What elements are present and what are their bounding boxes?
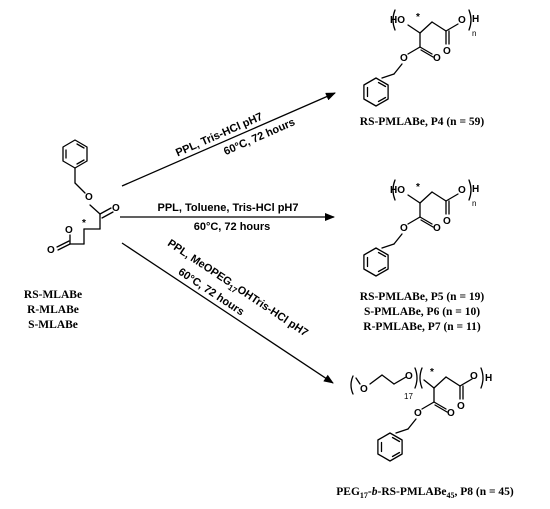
p5-n: n xyxy=(472,199,476,208)
exo-oxygen: O xyxy=(47,245,55,256)
p8-bond-c xyxy=(445,376,461,387)
p4-n: n xyxy=(472,29,476,38)
product-p4-label: RS-PMLABe, P4 (n = 59) xyxy=(360,116,485,128)
p4-carbonyl-o: O xyxy=(443,46,451,57)
ch2-o-bond xyxy=(74,182,86,194)
monomer-label-r: R-MLABe xyxy=(27,304,79,316)
p8-co-side-2 xyxy=(434,404,448,413)
product-p4-structure: HO * O O H n O O xyxy=(363,9,479,107)
p5-ho: HO xyxy=(390,185,405,196)
p5-bracket-right xyxy=(468,179,472,201)
p8-peg-1 xyxy=(369,374,383,385)
p8-me-bond xyxy=(355,377,361,385)
p8-bond-b xyxy=(433,376,447,389)
p5-side-ester-o: O xyxy=(400,223,408,234)
p8-ch2-1 xyxy=(407,418,417,430)
p8-side-carbonyl-o: O xyxy=(447,408,455,419)
arrow-to-p4 xyxy=(121,92,336,187)
p4-side-o-bond xyxy=(407,46,421,55)
ring-oxygen: O xyxy=(65,225,73,236)
p8-bracket-left xyxy=(350,375,354,395)
p8-benzene-ring xyxy=(377,432,403,462)
p5-co-side-1 xyxy=(419,216,433,225)
lactone-co-2 xyxy=(56,240,70,248)
p8-o-chain: O xyxy=(470,371,478,382)
p8-side-ester-o: O xyxy=(414,408,422,419)
p8-bond-d xyxy=(459,378,473,387)
p5-star: * xyxy=(416,182,420,193)
p4-co-side-1 xyxy=(419,46,433,55)
p4-h: H xyxy=(472,14,479,25)
p8-ch2-2 xyxy=(395,428,409,434)
p8-h: H xyxy=(485,373,492,384)
p8-side-o-bond xyxy=(421,401,435,410)
product-p7-label: R-PMLABe, P7 (n = 11) xyxy=(363,321,481,333)
p4-bond-b xyxy=(419,21,433,34)
product-p6-label: S-PMLABe, P6 (n = 10) xyxy=(364,306,480,318)
p4-bracket-right xyxy=(468,9,472,31)
p4-bond-a xyxy=(407,24,421,34)
p5-carbonyl-o: O xyxy=(443,216,451,227)
p8-bracket-right xyxy=(480,367,484,389)
monomer-stereo-mark: * xyxy=(82,218,86,229)
lactone-co-1 xyxy=(57,243,71,251)
p4-bond-c xyxy=(431,21,447,32)
carbonyl-oxygen: O xyxy=(112,203,120,214)
p4-ch2-2 xyxy=(381,73,395,79)
p5-o-chain: O xyxy=(458,185,466,196)
p5-bond-c xyxy=(431,191,447,202)
p5-bond-a xyxy=(407,194,421,204)
p8-bond-a xyxy=(423,379,435,389)
p4-side-ester-o: O xyxy=(400,53,408,64)
p5-ch2-1 xyxy=(393,233,403,245)
p5-bond-d xyxy=(445,193,459,202)
p5-bond-b xyxy=(419,191,433,204)
arrow-3-line1: PPL, MeOPEG17OHTris-HCl pH7 xyxy=(164,237,310,341)
o-carbonyl-bond xyxy=(89,204,101,215)
p5-side-o-bond xyxy=(407,216,421,225)
p4-ch2-1 xyxy=(393,63,403,75)
p8-star: * xyxy=(430,367,434,378)
benzene-ring xyxy=(62,139,88,169)
c-double-o-2 xyxy=(101,211,114,219)
p4-co-side-2 xyxy=(420,49,434,58)
p5-h: H xyxy=(472,184,479,195)
p8-o-2: O xyxy=(405,371,413,382)
p4-bond-d xyxy=(445,23,459,32)
p8-peg-3 xyxy=(393,376,407,385)
arrow-1-conditions: PPL, Tris-HCl pH7 60°C, 72 hours xyxy=(174,111,297,159)
product-p5-structure: HO * O O H n O O xyxy=(363,179,479,277)
p5-benzene-ring xyxy=(363,247,389,277)
p4-benzene-ring xyxy=(363,77,389,107)
p4-star: * xyxy=(416,12,420,23)
p4-ho: HO xyxy=(390,15,405,26)
arrow-2-line2: 60°C, 72 hours xyxy=(194,221,271,233)
monomer-structure: O O O * O xyxy=(47,139,120,256)
p5-ch2-2 xyxy=(381,243,395,249)
p4-bracket-left xyxy=(392,9,396,31)
p8-pmla-bracket-left xyxy=(419,367,423,389)
product-p8-label: PEG17-b-RS-PMLABe45, P8 (n = 45) xyxy=(336,486,514,500)
p8-peg-bracket xyxy=(414,367,418,389)
ester-oxygen: O xyxy=(85,192,93,203)
arrow-2-line1: PPL, Toluene, Tris-HCl pH7 xyxy=(158,202,299,214)
p4-side-carbonyl-o: O xyxy=(433,53,441,64)
p4-o-chain: O xyxy=(458,15,466,26)
p8-carbonyl-o: O xyxy=(457,401,465,412)
arrow-to-p8 xyxy=(121,242,334,384)
p5-co-side-2 xyxy=(420,219,434,228)
monomer-label-rs: RS-MLABe xyxy=(24,289,82,301)
p5-side-carbonyl-o: O xyxy=(433,223,441,234)
p8-o-1: O xyxy=(360,384,368,395)
product-p5-label: RS-PMLABe, P5 (n = 19) xyxy=(360,291,485,303)
monomer-label-s: S-MLABe xyxy=(28,319,78,331)
p5-bracket-left xyxy=(392,179,396,201)
product-p8-structure: O O 17 * O O H O O xyxy=(350,367,492,462)
arrow-3-conditions: PPL, MeOPEG17OHTris-HCl pH7 60°C, 72 hou… xyxy=(164,237,310,341)
p8-peg-2 xyxy=(381,374,395,385)
p8-co-side-1 xyxy=(433,401,447,410)
c-double-o-1 xyxy=(99,207,112,215)
p8-peg-n: 17 xyxy=(404,392,413,401)
